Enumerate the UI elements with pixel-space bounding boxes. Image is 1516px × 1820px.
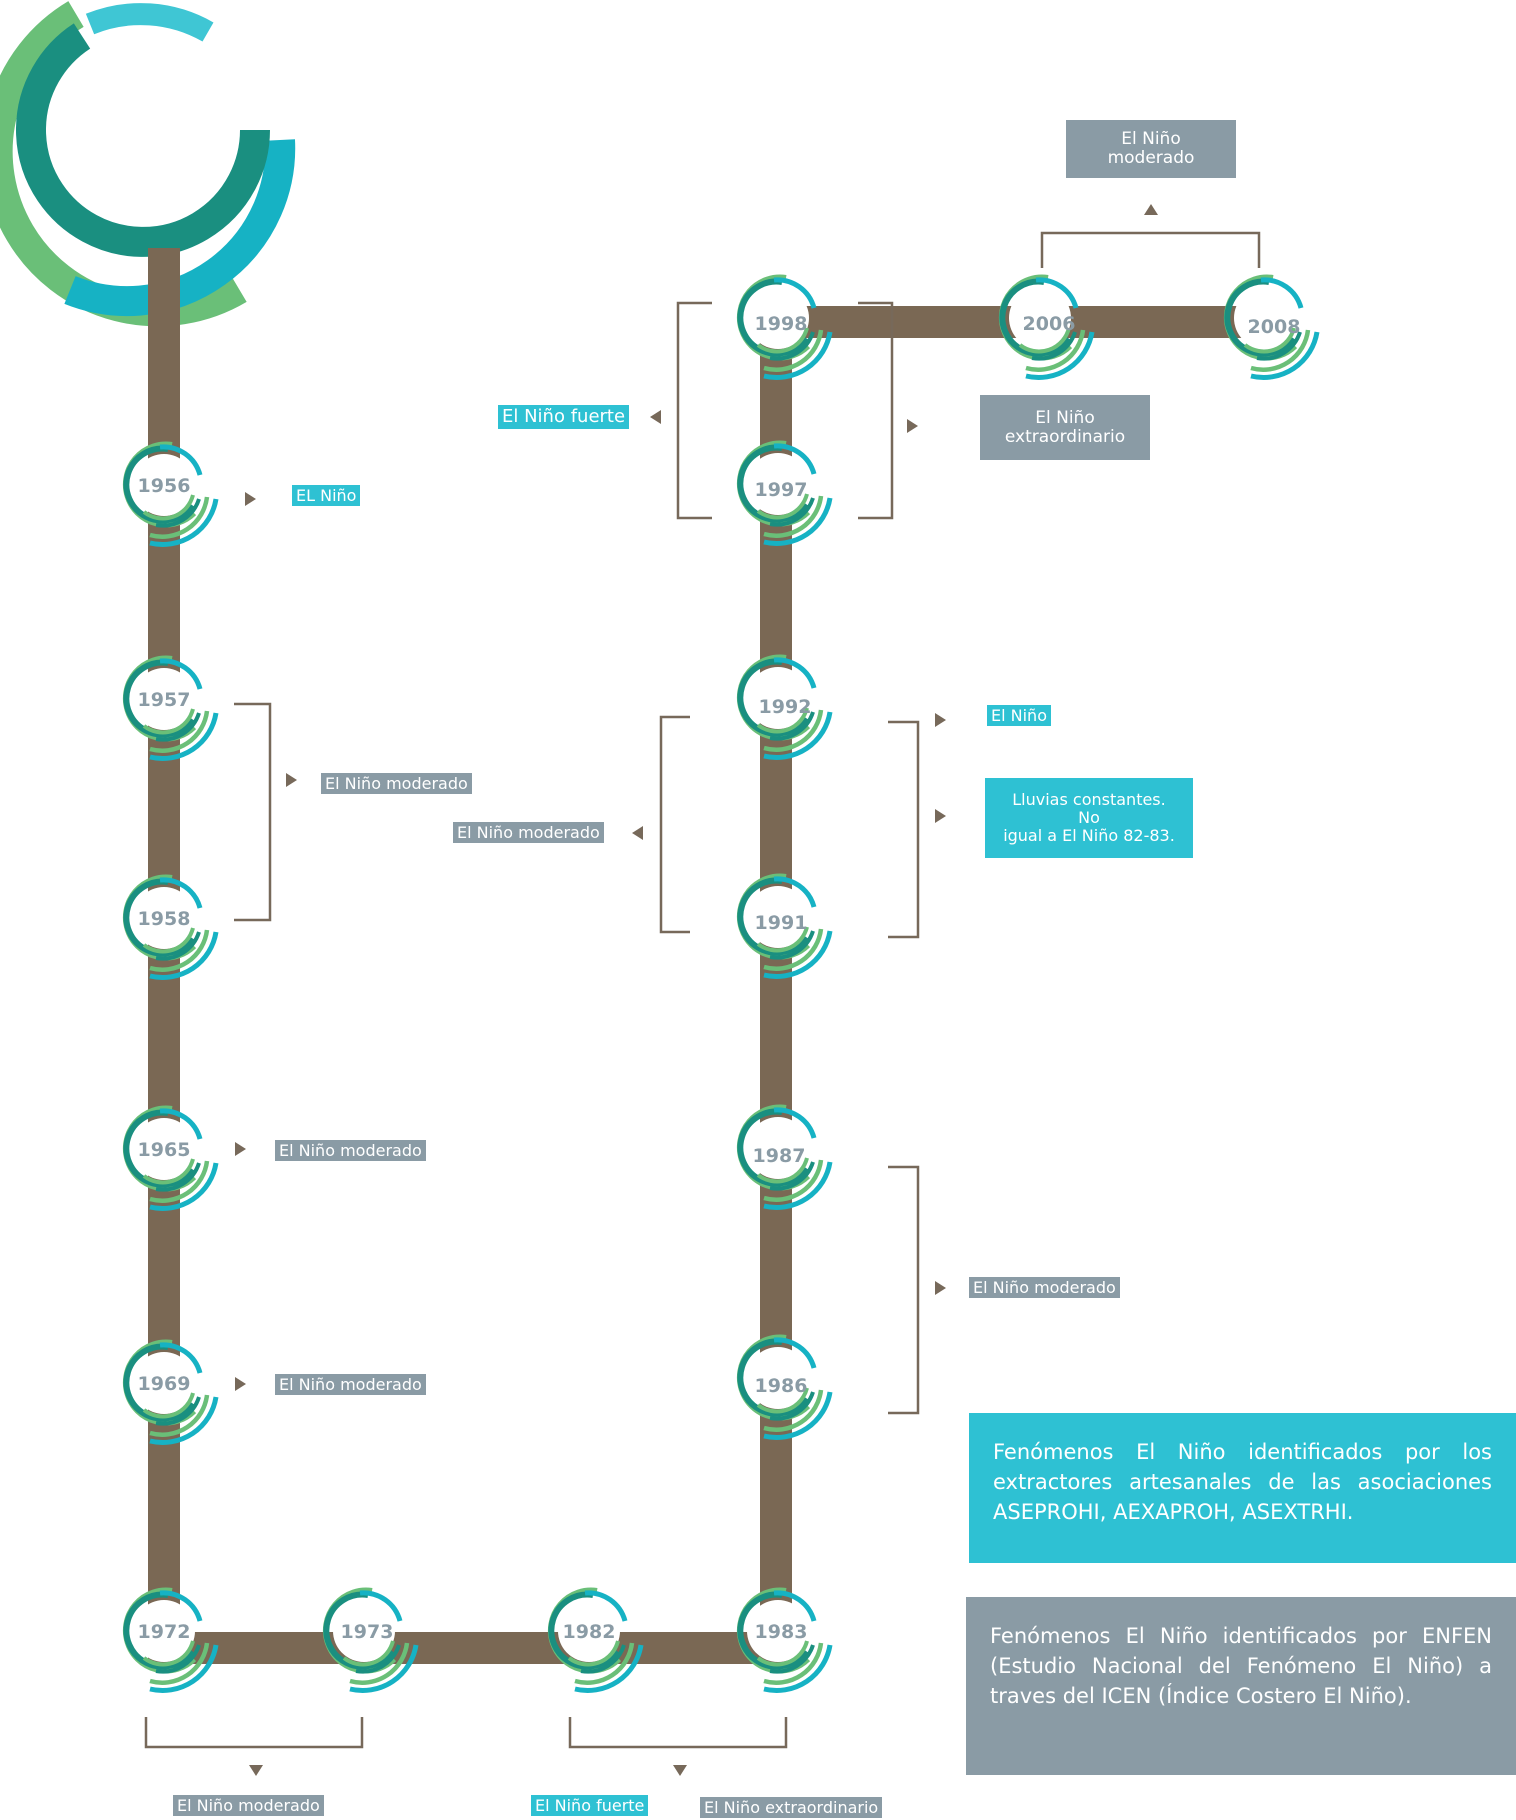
event-label-1997-1998-extraordinario: El Niño extraordinario [980, 395, 1150, 460]
event-label-1997-1998-fuerte: El Niño fuerte [498, 405, 630, 429]
year-label: 1982 [563, 1621, 616, 1643]
event-label-1982-1983-extraordinario: El Niño extraordinario [700, 1797, 883, 1818]
year-node-1986: 1986 [740, 1338, 830, 1438]
arrow-left-icon [650, 410, 661, 424]
arrow-right-icon [935, 1281, 946, 1295]
year-label: 1957 [138, 689, 191, 711]
arrow-right-icon [907, 419, 918, 433]
year-node-1956: 1956 [126, 445, 216, 545]
year-node-1998: 1998 [740, 278, 830, 378]
year-label: 1973 [341, 1621, 394, 1643]
bracket-1972-1973 [144, 1717, 364, 1749]
event-label-1957-1958: El Niño moderado [321, 773, 472, 794]
year-node-1969: 1969 [126, 1343, 216, 1443]
arrow-left-icon [632, 826, 643, 840]
event-label-1969: El Niño moderado [275, 1374, 426, 1395]
year-label: 1983 [755, 1621, 808, 1643]
year-node-1965: 1965 [126, 1109, 216, 1209]
event-label-2006-2008: El Niño moderado [1066, 120, 1236, 178]
event-label-1991-1992-lluvias: Lluvias constantes. No igual a El Niño 8… [985, 778, 1193, 858]
year-label: 1965 [138, 1139, 191, 1161]
year-label: 1991 [755, 912, 808, 934]
year-label: 1956 [138, 475, 191, 497]
year-label: 1987 [753, 1145, 806, 1167]
year-node-2006: 2006 [1002, 278, 1092, 378]
year-node-1991: 1991 [740, 877, 830, 977]
bracket-1997-1998-right [858, 301, 894, 520]
bracket-1982-1983 [568, 1717, 788, 1749]
arrow-right-icon [245, 492, 256, 506]
arrow-up-icon [1144, 204, 1158, 215]
year-label: 2006 [1023, 313, 1076, 335]
year-node-1983: 1983 [740, 1591, 830, 1691]
event-label-1991-1992-left: El Niño moderado [453, 822, 604, 843]
arrow-right-icon [935, 809, 946, 823]
year-node-1982: 1982 [551, 1591, 641, 1691]
year-node-1973: 1973 [326, 1591, 416, 1691]
year-label: 1972 [138, 1621, 191, 1643]
year-label: 1998 [755, 313, 808, 335]
legend-enfen: Fenómenos El Niño identificados por ENFE… [966, 1597, 1516, 1775]
year-label: 1997 [755, 479, 808, 501]
arrow-right-icon [235, 1377, 246, 1391]
brackets [144, 231, 1261, 1749]
year-node-1958: 1958 [126, 878, 216, 978]
event-label-1982-1983-fuerte: El Niño fuerte [531, 1795, 649, 1816]
year-node-2008: 2008 [1227, 278, 1317, 378]
event-label-1986-1987: El Niño moderado [969, 1277, 1120, 1298]
arrow-right-icon [935, 713, 946, 727]
legend-artesanal-text: Fenómenos El Niño identificados por los … [993, 1440, 1492, 1524]
year-node-1997: 1997 [740, 444, 830, 544]
year-node-1987: 1987 [740, 1108, 830, 1208]
arrow-down-icon [249, 1765, 263, 1776]
bracket-1986-1987 [888, 1165, 920, 1415]
bracket-2006-2008 [1040, 231, 1261, 268]
bracket-1991-1992-left [659, 715, 690, 934]
concentric-arcs-logo-icon [0, 1, 296, 327]
legend-artesanal: Fenómenos El Niño identificados por los … [969, 1413, 1516, 1563]
year-label: 1986 [755, 1375, 808, 1397]
bracket-1957-1958 [234, 702, 272, 922]
year-label: 1992 [759, 696, 812, 718]
year-label: 2008 [1248, 316, 1301, 338]
arrow-right-icon [235, 1142, 246, 1156]
year-node-1957: 1957 [126, 659, 216, 759]
event-label-1972-1973: El Niño moderado [173, 1795, 324, 1816]
event-label-1956: EL Niño [292, 485, 361, 506]
year-label: 1958 [138, 908, 191, 930]
legend-enfen-text: Fenómenos El Niño identificados por ENFE… [990, 1624, 1492, 1708]
event-label-1965: El Niño moderado [275, 1140, 426, 1161]
year-label: 1969 [138, 1373, 191, 1395]
bracket-1991-1992-right [888, 720, 920, 939]
bracket-1997-1998-left [676, 301, 712, 520]
arrow-down-icon [673, 1765, 687, 1776]
year-node-1992: 1992 [740, 658, 830, 758]
year-node-1972: 1972 [126, 1591, 216, 1691]
arrow-right-icon [286, 773, 297, 787]
event-label-1991-1992-nino: El Niño [987, 705, 1051, 726]
